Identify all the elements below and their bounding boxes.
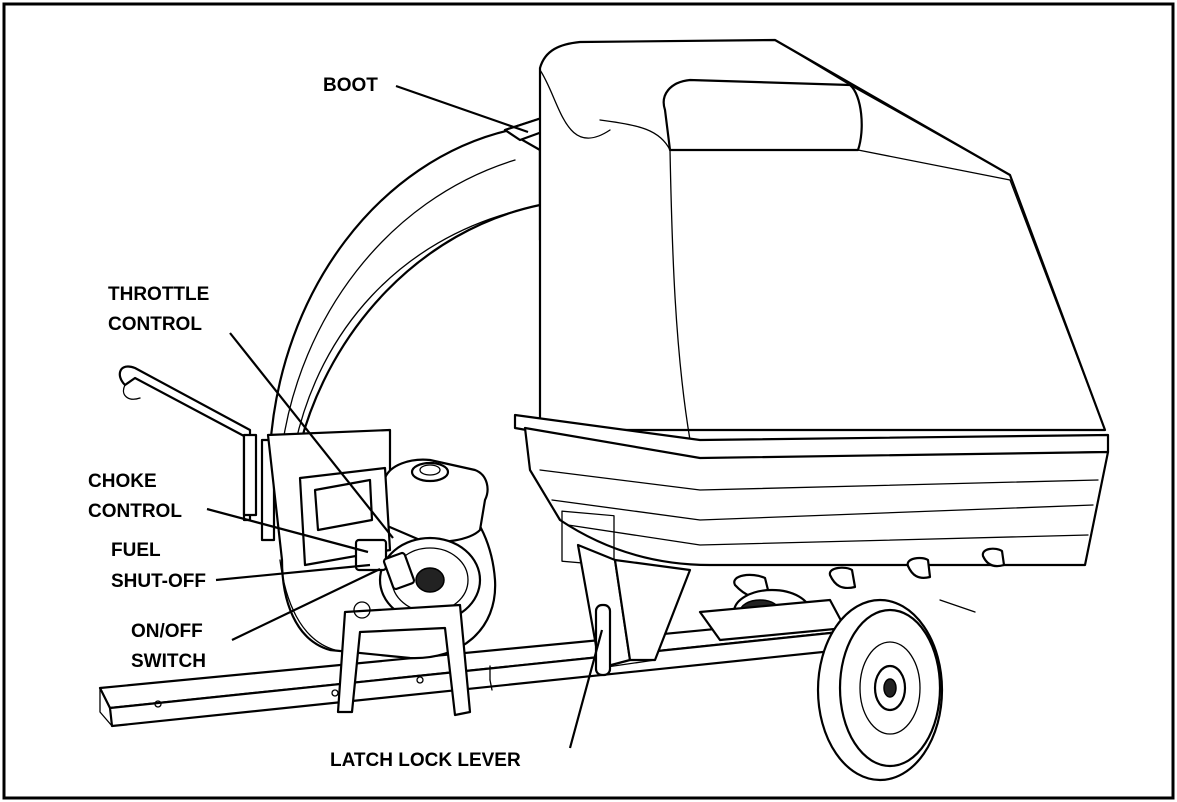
callout-boot: BOOT [323, 75, 529, 134]
callout-throttle-control: THROTTLE CONTROL [108, 284, 394, 539]
label-boot: BOOT [323, 75, 378, 96]
label-onoff-switch-line1: ON/OFF [131, 621, 203, 642]
label-fuel-shutoff-line1: FUEL [111, 540, 161, 561]
label-choke-control-line2: CONTROL [88, 501, 182, 522]
hopper-tray [513, 413, 1110, 600]
engine [298, 458, 489, 717]
hopper-collector [538, 38, 1107, 441]
label-fuel-shutoff-line2: SHUT-OFF [111, 571, 206, 592]
label-throttle-control-line1: THROTTLE [108, 284, 209, 305]
label-choke-control-line1: CHOKE [88, 471, 157, 492]
label-latch-lock-lever: LATCH LOCK LEVER [330, 750, 521, 771]
callout-onoff-switch: ON/OFF SWITCH [131, 568, 381, 672]
label-onoff-switch-line2: SWITCH [131, 651, 206, 672]
callout-choke-control: CHOKE CONTROL [88, 471, 369, 554]
callout-fuel-shutoff: FUEL SHUT-OFF [111, 540, 371, 592]
pivot-stand [576, 543, 692, 677]
label-throttle-control-line2: CONTROL [108, 314, 202, 335]
callout-latch-lock-lever: LATCH LOCK LEVER [330, 629, 604, 771]
wheel [816, 598, 976, 782]
